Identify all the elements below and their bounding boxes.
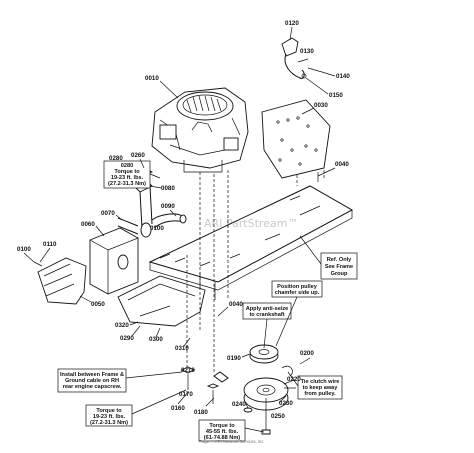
part-labels: 0010 0030 0040 0040 0050 0060 0070 0080 … [17, 20, 350, 420]
footer-text: Page ... ARI Network Services, Inc. [199, 439, 264, 444]
note-torque-bottom-left: Torque to 19-23 ft. lbs. (27.2-31.3 Nm) [85, 404, 133, 427]
label-0120: 0120 [285, 20, 299, 27]
label-0050: 0050 [91, 301, 105, 308]
label-0140: 0140 [336, 73, 350, 80]
label-0150: 0150 [329, 92, 343, 99]
label-0070: 0070 [101, 210, 115, 217]
frame-drawing [117, 185, 354, 327]
bottom-hardware [180, 366, 220, 404]
svg-text:Tie clutch wire: Tie clutch wire [301, 379, 340, 385]
label-0250: 0250 [271, 413, 285, 420]
label-0040-top: 0040 [335, 161, 349, 168]
note-torque-0280: 0280 Torque to 19-23 ft. lbs. (27.2-31.3… [103, 160, 151, 189]
label-0300: 0300 [149, 336, 163, 343]
label-0190: 0190 [227, 355, 241, 362]
label-0090: 0090 [161, 203, 175, 210]
watermark-text: ARI PartStream™ [204, 217, 298, 230]
svg-text:19-23 ft. lbs.: 19-23 ft. lbs. [93, 414, 126, 420]
label-0200: 0200 [300, 350, 314, 357]
svg-text:to crankshaft: to crankshaft [249, 312, 284, 318]
label-0110: 0110 [43, 241, 57, 248]
svg-text:from pulley.: from pulley. [304, 391, 336, 397]
heat-shield [261, 99, 331, 179]
note-torque-0250: Torque to 45-55 ft. lbs. (61-74.88 Nm) [198, 419, 246, 442]
mounting-lines [199, 170, 229, 372]
svg-text:(61-74.88 Nm): (61-74.88 Nm) [204, 435, 241, 441]
svg-text:(27.2-31.3 Nm): (27.2-31.3 Nm) [90, 420, 128, 426]
exhaust-parts [33, 167, 187, 305]
label-0210: 0210 [181, 367, 195, 374]
label-0240: 0240 [232, 401, 246, 408]
svg-text:chamfer side up.: chamfer side up. [275, 290, 320, 296]
label-0320: 0320 [115, 322, 129, 329]
engine-assembly [151, 87, 249, 173]
label-0130: 0130 [300, 48, 314, 55]
note-ref-only: Ref. Only See Frame Group [320, 252, 358, 280]
svg-text:Position pulley: Position pulley [277, 284, 318, 290]
label-0310: 0310 [175, 345, 189, 352]
svg-text:0280: 0280 [121, 163, 133, 169]
svg-text:Torque to: Torque to [209, 423, 235, 429]
svg-text:Group: Group [331, 271, 348, 277]
svg-text:rear engine capscrew.: rear engine capscrew. [63, 384, 122, 390]
svg-text:See Frame: See Frame [325, 264, 353, 270]
svg-text:Apply anti-seize: Apply anti-seize [246, 306, 289, 312]
label-0100-left: 0100 [17, 246, 31, 253]
label-0170: 0170 [179, 391, 193, 398]
pto-clutch-assembly [213, 344, 311, 435]
label-0030: 0030 [314, 102, 328, 109]
label-0260: 0260 [131, 152, 145, 159]
label-0060: 0060 [81, 221, 95, 228]
svg-text:19-23 ft. lbs.: 19-23 ft. lbs. [111, 175, 144, 181]
note-anti-seize: Apply anti-seize to crankshaft [242, 302, 292, 320]
note-position-pulley: Position pulley chamfer side up. [271, 280, 323, 298]
label-0230: 0230 [279, 400, 293, 407]
note-leaders [125, 173, 322, 433]
label-0160: 0160 [171, 405, 185, 412]
note-install-frame: Install between Frame & Ground cable on … [57, 368, 127, 393]
note-tie-clutch: Tie clutch wire to keep away from pulley… [297, 375, 343, 400]
label-0180: 0180 [194, 409, 208, 416]
svg-text:Torque to: Torque to [114, 169, 140, 175]
throttle-control [281, 37, 323, 79]
label-0040-bottom: 0040 [229, 301, 243, 308]
svg-text:to keep away: to keep away [303, 385, 339, 391]
svg-text:Ref. Only: Ref. Only [327, 257, 352, 263]
svg-text:Install between Frame &: Install between Frame & [60, 372, 124, 378]
label-0080: 0080 [161, 185, 175, 192]
svg-text:45-55 ft. lbs.: 45-55 ft. lbs. [206, 429, 239, 435]
label-0010: 0010 [145, 75, 159, 82]
label-0220: 0220 [287, 376, 301, 383]
label-0100-right: 0100 [150, 225, 164, 232]
label-0280: 0280 [109, 155, 123, 162]
svg-text:(27.2-31.3 Nm): (27.2-31.3 Nm) [108, 181, 146, 187]
svg-text:Torque to: Torque to [96, 408, 122, 414]
svg-text:Ground cable on RH: Ground cable on RH [65, 378, 119, 384]
label-0290: 0290 [120, 335, 134, 342]
